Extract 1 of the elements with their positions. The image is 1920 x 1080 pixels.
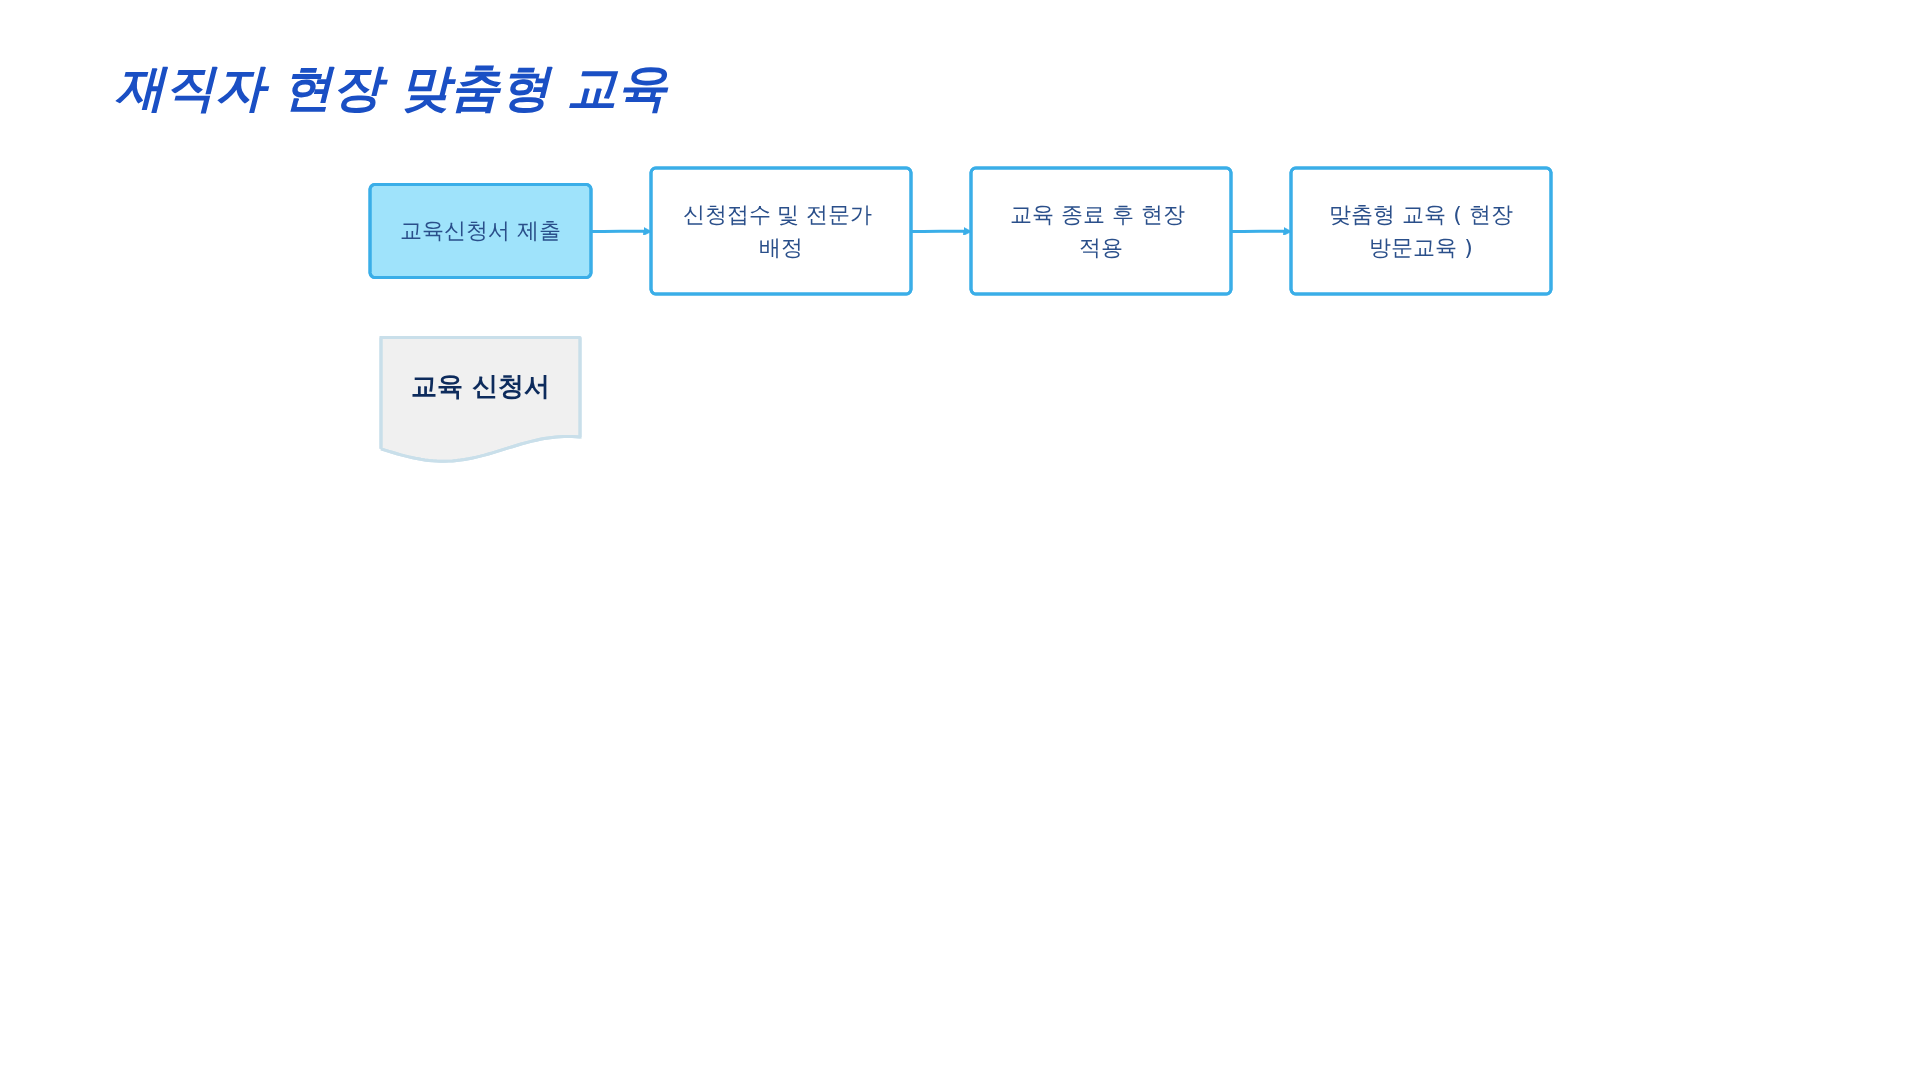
diagram-title: 재직자 현장 맞춤형 교육 [115,58,668,119]
